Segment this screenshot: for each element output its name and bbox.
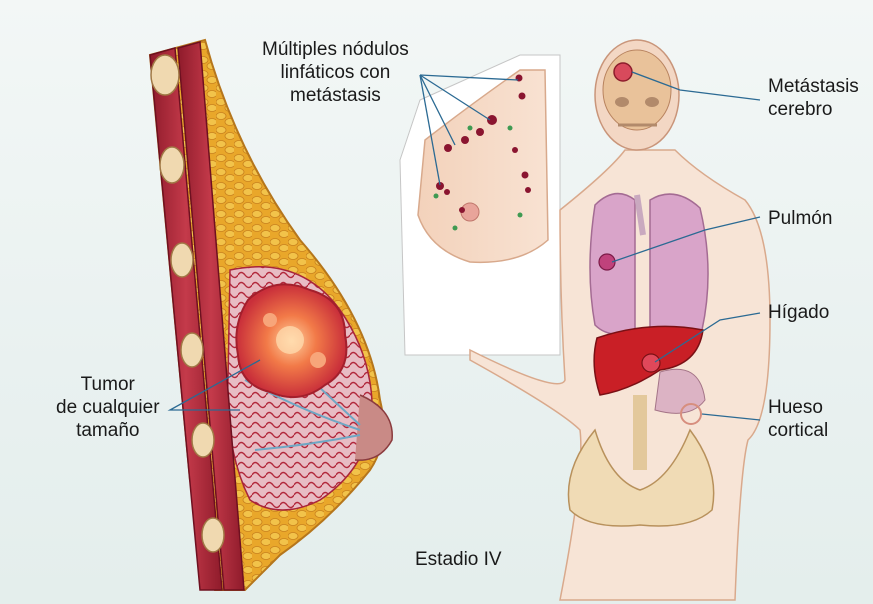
breast-cross-section [150, 40, 392, 590]
liver-label: Hígado [768, 301, 829, 324]
stage-label: Estadio IV [415, 548, 502, 571]
brain-metastasis-label: Metástasis cerebro [768, 75, 859, 121]
tumor-label: Tumor de cualquier tamaño [56, 373, 160, 442]
bone-label: Hueso cortical [768, 396, 828, 442]
lung-label: Pulmón [768, 207, 832, 230]
chest-inset [400, 55, 560, 355]
lymph-nodes-label: Múltiples nódulos linfáticos con metásta… [262, 38, 409, 107]
